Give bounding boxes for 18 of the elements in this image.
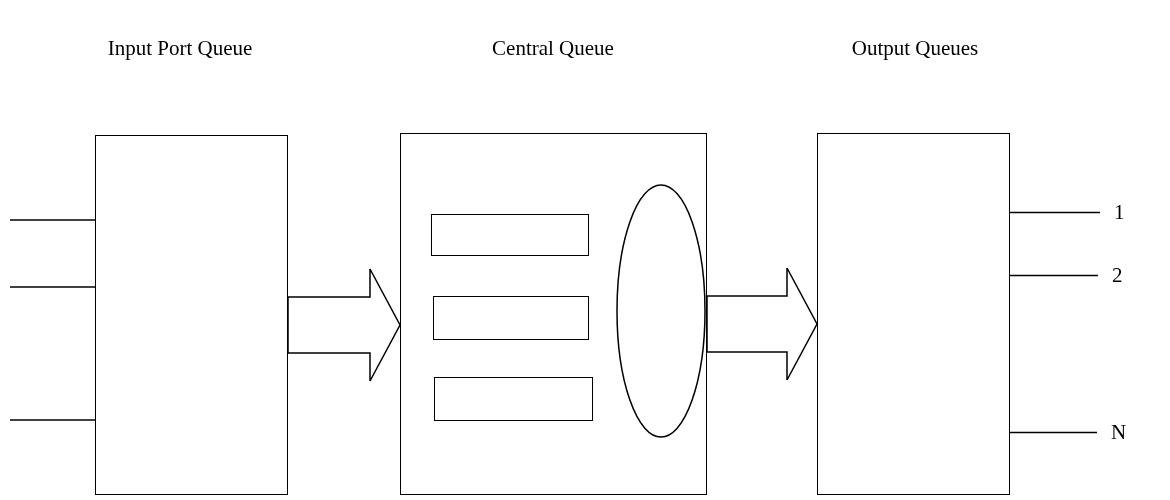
port-line <box>9 286 96 288</box>
block-title: Central Queue <box>492 36 614 61</box>
block-title: Input Port Queue <box>107 36 253 61</box>
buffer-slot <box>434 377 593 421</box>
port-line <box>1009 431 1098 434</box>
ellipse-shape <box>616 184 706 438</box>
block-title: Output Queues <box>851 36 979 61</box>
port-line <box>1009 274 1099 277</box>
port-label: N <box>1111 422 1127 443</box>
buffer-slot <box>431 214 589 256</box>
port-label: 1 <box>1114 202 1125 223</box>
port-line <box>1009 211 1101 214</box>
port-label: 2 <box>1112 265 1123 286</box>
block-arrow <box>706 267 818 381</box>
buffer-slot <box>433 296 589 340</box>
port-line <box>9 219 96 221</box>
block-arrow <box>287 268 401 382</box>
port-line <box>9 419 96 421</box>
